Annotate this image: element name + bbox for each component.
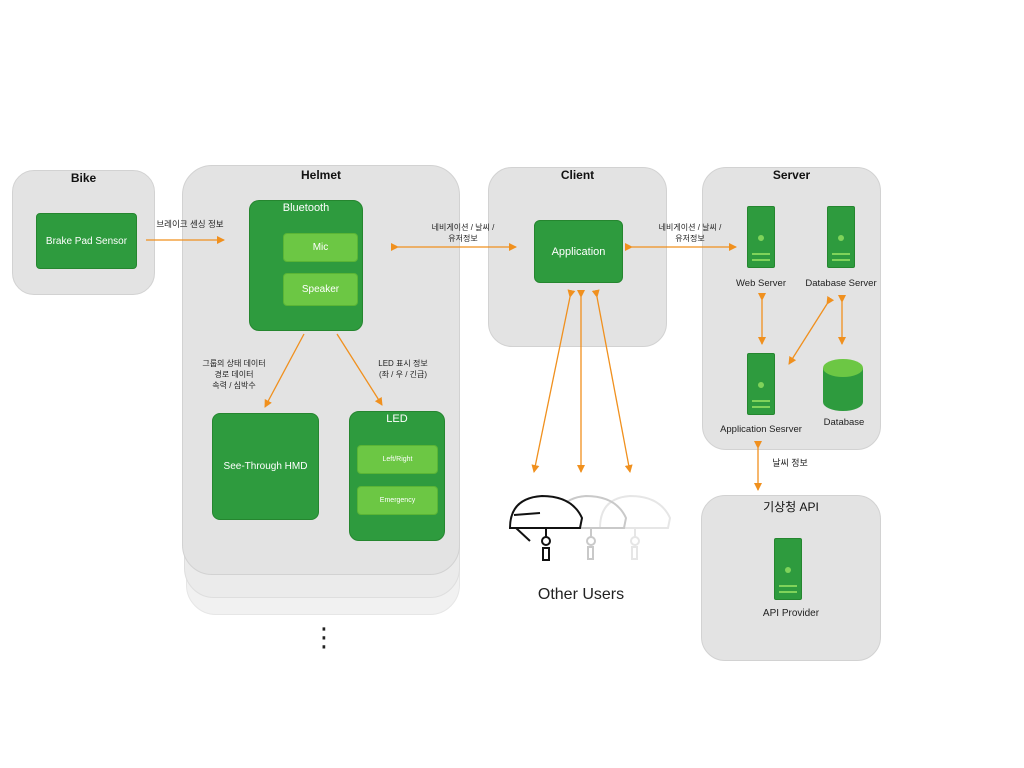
database-server-icon[interactable]	[827, 206, 855, 268]
edge-label-helmet-client-1: 네비게이션 / 날씨 /	[431, 223, 495, 232]
led-data-label-1: LED 표시 정보	[378, 359, 428, 368]
web-server-icon[interactable]	[747, 206, 775, 268]
api-provider-icon[interactable]	[774, 538, 802, 600]
hmd-data-label-1: 그룹의 상태 데이터	[202, 359, 266, 368]
api-provider-label: API Provider	[762, 608, 820, 619]
speaker-component[interactable]: Speaker	[283, 273, 358, 306]
bike-panel: Bike Brake Pad Sensor	[12, 170, 155, 295]
client-panel: Client Application	[488, 167, 667, 347]
edge-label-server-api: 날씨 정보	[772, 458, 808, 468]
helmet-title: Helmet	[300, 168, 341, 182]
see-through-hmd[interactable]: See-Through HMD	[212, 413, 319, 520]
server-title: Server	[772, 168, 811, 182]
web-server-label: Web Server	[736, 278, 786, 289]
api-title: 기상청 API	[763, 500, 819, 514]
bike-title: Bike	[70, 171, 97, 185]
database-server-label: Database Server	[805, 278, 877, 289]
other-users-label: Other Users	[537, 586, 625, 603]
edge-label-helmet-client-2: 유저정보	[448, 234, 478, 243]
helmet-panel: Helmet Bluetooth Mic Speaker See-Through…	[182, 165, 460, 575]
led-left-right[interactable]: Left/Right	[357, 445, 438, 474]
client-title: Client	[560, 168, 595, 182]
hmd-data-label-2: 경로 데이터	[214, 370, 254, 379]
led-data-label-2: (좌 / 우 / 긴급)	[378, 370, 428, 379]
brake-pad-sensor[interactable]: Brake Pad Sensor	[36, 213, 137, 269]
database-label: Database	[823, 417, 865, 428]
bluetooth-module[interactable]: Bluetooth Mic Speaker	[249, 200, 363, 331]
edge-label-bike-helmet: 브레이크 센싱 정보	[156, 219, 224, 229]
led-emergency[interactable]: Emergency	[357, 486, 438, 515]
led-module[interactable]: LED Left/Right Emergency	[349, 411, 445, 541]
bluetooth-title: Bluetooth	[282, 202, 330, 214]
more-helmets-ellipsis: ⋮	[311, 622, 337, 652]
hmd-data-label-3: 속력 / 심박수	[212, 381, 256, 390]
led-title: LED	[386, 413, 408, 425]
application-server-icon[interactable]	[747, 353, 775, 415]
application-server-label: Application Sesrver	[720, 424, 802, 435]
application-box[interactable]: Application	[534, 220, 623, 283]
mic-component[interactable]: Mic	[283, 233, 358, 262]
edge-label-client-server-2: 유저정보	[675, 234, 705, 243]
edge-label-client-server-1: 네비게이션 / 날씨 /	[658, 223, 722, 232]
